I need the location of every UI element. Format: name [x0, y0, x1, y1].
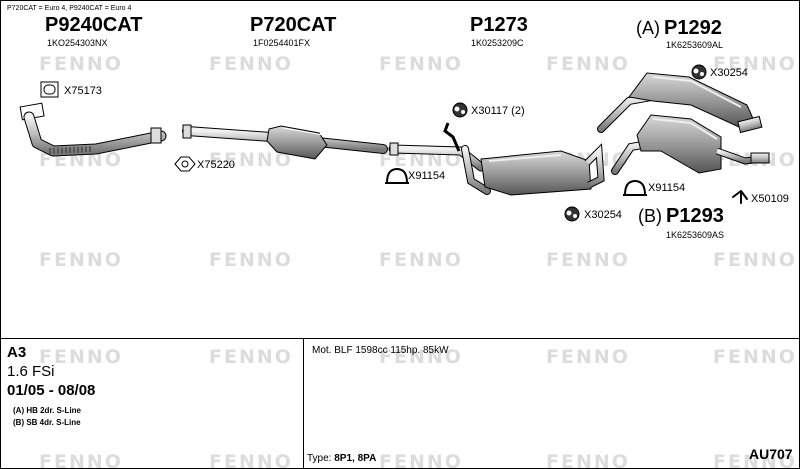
variant-prefix-a: (A): [636, 18, 660, 38]
accessory-label-x75220[interactable]: X75220: [197, 159, 235, 171]
part-number-p1292-text: P1292: [664, 17, 722, 39]
part-ref-p9240cat: 1KO254303NX: [47, 38, 108, 48]
watermark-text: FENNO: [713, 249, 797, 271]
part-number-p1292[interactable]: (A)P1292: [636, 18, 722, 38]
accessory-label-x91154-left[interactable]: X91154: [408, 170, 446, 182]
clamp-x91154-left-icon[interactable]: [385, 167, 409, 184]
part-number-p9240cat[interactable]: P9240CAT: [45, 14, 143, 36]
rubber-mount-x30117-icon[interactable]: [452, 102, 468, 118]
front-pipe-p9240cat[interactable]: [19, 102, 167, 157]
watermark-text: FENNO: [379, 346, 463, 368]
catalyst-p720cat[interactable]: [182, 124, 388, 160]
watermark-text: FENNO: [546, 451, 630, 469]
accessory-label-x30254-bottom[interactable]: X30254: [584, 209, 622, 221]
watermark-text: FENNO: [39, 53, 123, 75]
part-number-p1293[interactable]: (B)P1293: [638, 206, 724, 226]
watermark-text: FENNO: [39, 451, 123, 469]
rear-silencer-p1293[interactable]: [611, 114, 770, 175]
accessory-label-x75173[interactable]: X75173: [64, 85, 102, 97]
accessory-label-x30254-top[interactable]: X30254: [710, 67, 748, 79]
emission-note: P720CAT = Euro 4, P9240CAT = Euro 4: [7, 5, 132, 12]
middle-silencer-p1273[interactable]: [388, 122, 605, 196]
rubber-mount-x30254-top-icon[interactable]: [691, 64, 707, 80]
clamp-x91154-right-icon[interactable]: [623, 179, 647, 196]
info-panel-divider: [1, 338, 799, 339]
gasket-x75220-icon[interactable]: [174, 156, 196, 172]
watermark-text: FENNO: [379, 451, 463, 469]
watermark-text: FENNO: [546, 346, 630, 368]
vehicle-engine: 1.6 FSi: [7, 363, 55, 380]
watermark-text: FENNO: [713, 451, 797, 469]
vehicle-years: 01/05 - 08/08: [7, 382, 96, 399]
gasket-x75173-icon[interactable]: [40, 81, 59, 98]
vehicle-type-value: 8P1, 8PA: [334, 453, 377, 464]
variant-prefix-b: (B): [638, 206, 662, 226]
hanger-x50109-icon[interactable]: [732, 190, 748, 204]
vehicle-type: Type: 8P1, 8PA: [307, 453, 376, 464]
part-ref-p720cat: 1F0254401FX: [253, 38, 311, 48]
vehicle-variant-b: (B) SB 4dr. S-Line: [13, 418, 81, 427]
part-ref-p1293: 1K6253609AS: [666, 230, 725, 240]
watermark-text: FENNO: [546, 249, 630, 271]
part-number-p1293-text: P1293: [666, 205, 724, 227]
watermark-text: FENNO: [209, 451, 293, 469]
exhaust-parts-drawing: [19, 64, 770, 222]
accessory-label-x91154-right[interactable]: X91154: [648, 182, 686, 194]
vehicle-model: A3: [7, 344, 27, 361]
diagram-code: AU707: [749, 446, 793, 462]
watermark-text: FENNO: [379, 53, 463, 75]
watermark-text: FENNO: [379, 249, 463, 271]
vehicle-variant-a: (A) HB 2dr. S-Line: [13, 406, 82, 415]
rubber-mount-x30254-bottom-icon[interactable]: [564, 206, 580, 222]
watermark-text: FENNO: [209, 346, 293, 368]
watermark-text: FENNO: [39, 346, 123, 368]
watermark-text: FENNO: [209, 149, 293, 171]
watermark-text: FENNO: [713, 346, 797, 368]
watermark-text: FENNO: [209, 249, 293, 271]
part-number-p720cat[interactable]: P720CAT: [250, 14, 337, 36]
motor-spec: Mot. BLF 1598cc 115hp. 85kW: [312, 345, 449, 356]
part-ref-p1292: 1K6253609AL: [666, 40, 724, 50]
watermark-text: FENNO: [713, 53, 797, 75]
accessory-label-x30117[interactable]: X30117 (2): [471, 105, 525, 117]
info-panel-separator: [303, 338, 304, 468]
vehicle-type-label: Type:: [307, 453, 332, 464]
watermark-text: FENNO: [546, 53, 630, 75]
watermark-text: FENNO: [209, 53, 293, 75]
rear-silencer-p1292[interactable]: [597, 72, 763, 134]
accessory-label-x50109[interactable]: X50109: [751, 193, 789, 205]
part-number-p1273[interactable]: P1273: [470, 14, 528, 36]
part-ref-p1273: 1K0253209C: [471, 38, 524, 48]
watermark-text: FENNO: [39, 249, 123, 271]
